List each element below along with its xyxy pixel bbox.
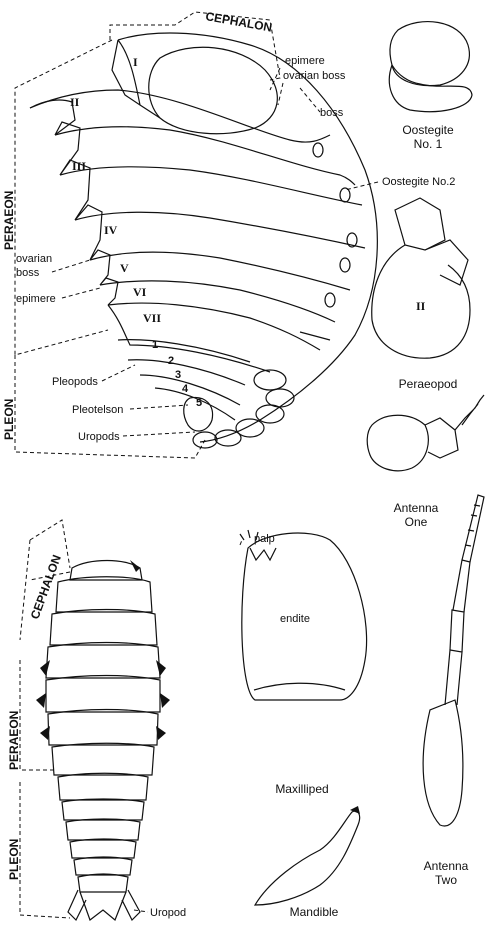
pleon-number-4: 4 <box>182 383 189 395</box>
dorsal-uropods <box>68 890 140 920</box>
pointer-uropod-dorsal <box>134 910 148 912</box>
pleon-number-3: 3 <box>175 369 181 381</box>
label-palp: palp <box>254 533 275 545</box>
lateral-pleopod-lobes <box>193 370 294 448</box>
label-cephalon-dorsal: CEPHALON <box>28 553 64 621</box>
label-epimere-left: epimere <box>16 293 56 305</box>
lateral-cephalon-shape <box>149 47 278 133</box>
label-boss-right: boss <box>320 107 344 119</box>
label-boss-left: boss <box>16 267 40 279</box>
dorsal-pleotelson <box>80 892 126 920</box>
caption-oostegite-no1-line1: Oostegite <box>402 123 454 137</box>
caption-peraeopod: Peraeopod <box>399 377 458 391</box>
numeral-V: V <box>120 261 129 275</box>
peraeopod-drawing <box>372 198 470 358</box>
oostegite-no1-drawing <box>389 22 472 112</box>
label-pleon-dorsal: PLEON <box>7 839 21 880</box>
lateral-view-isopod: I II III IV V VI VII 1 2 3 4 5 CEPHALON … <box>2 9 455 458</box>
pointer-pleotelson <box>130 405 188 409</box>
label-ovarian-right: ovarian boss <box>283 70 346 82</box>
label-uropods: Uropods <box>78 431 120 443</box>
lateral-segment-5 <box>75 212 365 248</box>
pointer-oostegite-no2 <box>345 182 378 190</box>
peraeon-bracket <box>15 40 112 355</box>
mandible-drawing <box>255 806 360 905</box>
antenna-one-drawing <box>367 395 484 471</box>
numeral-IV: IV <box>104 223 118 237</box>
numeral-I: I <box>133 55 138 69</box>
pleon-number-2: 2 <box>168 355 174 367</box>
pleon-number-1: 1 <box>152 339 158 351</box>
lateral-segment-6 <box>90 252 350 290</box>
pointer-epimere-left <box>62 288 100 298</box>
peraeopod-numeral: II <box>416 299 426 313</box>
lateral-pleon-segments <box>108 305 270 420</box>
numeral-II: II <box>70 95 80 109</box>
caption-antenna-one-line2: One <box>405 515 428 529</box>
numeral-VI: VI <box>133 285 147 299</box>
lateral-segment-4 <box>60 167 362 205</box>
label-cephalon-lateral: CEPHALON <box>204 9 273 34</box>
label-pleotelson: Pleotelson <box>72 404 123 416</box>
numeral-III: III <box>72 159 86 173</box>
label-ovarian-left: ovarian <box>16 253 52 265</box>
numeral-VII: VII <box>143 311 161 325</box>
pointer-uropods <box>123 432 195 436</box>
pointer-pleopods <box>102 365 135 381</box>
pleon-number-5: 5 <box>196 397 202 409</box>
lateral-body-outline <box>118 33 377 442</box>
label-peraeon-dorsal: PERAEON <box>7 711 21 770</box>
caption-antenna-two-line2: Two <box>435 873 457 887</box>
caption-antenna-one-line1: Antenna <box>394 501 439 515</box>
label-oostegite-no2: Oostegite No.2 <box>382 176 455 188</box>
label-epimere-right: epimere <box>285 55 325 67</box>
pointer-ovarian-left <box>52 260 90 272</box>
label-uropod-dorsal: Uropod <box>150 907 186 919</box>
pointer-palp <box>240 540 242 545</box>
dorsal-segments <box>46 561 160 893</box>
caption-oostegite-no1-line2: No. 1 <box>414 137 443 151</box>
caption-maxilliped: Maxilliped <box>275 782 328 796</box>
label-peraeon-lateral: PERAEON <box>2 191 16 250</box>
dorsal-peraeon-bracket <box>20 660 55 770</box>
caption-mandible: Mandible <box>290 905 339 919</box>
caption-antenna-two-line1: Antenna <box>424 859 469 873</box>
lateral-segment-8 <box>108 303 320 350</box>
lateral-segment-3 <box>55 127 355 185</box>
label-pleopods: Pleopods <box>52 376 98 388</box>
label-pleon-lateral: PLEON <box>2 399 16 440</box>
dorsal-view-isopod: CEPHALON PERAEON PLEON Uropod <box>7 520 186 920</box>
label-endite: endite <box>280 613 310 625</box>
antenna-two-drawing <box>423 495 484 826</box>
